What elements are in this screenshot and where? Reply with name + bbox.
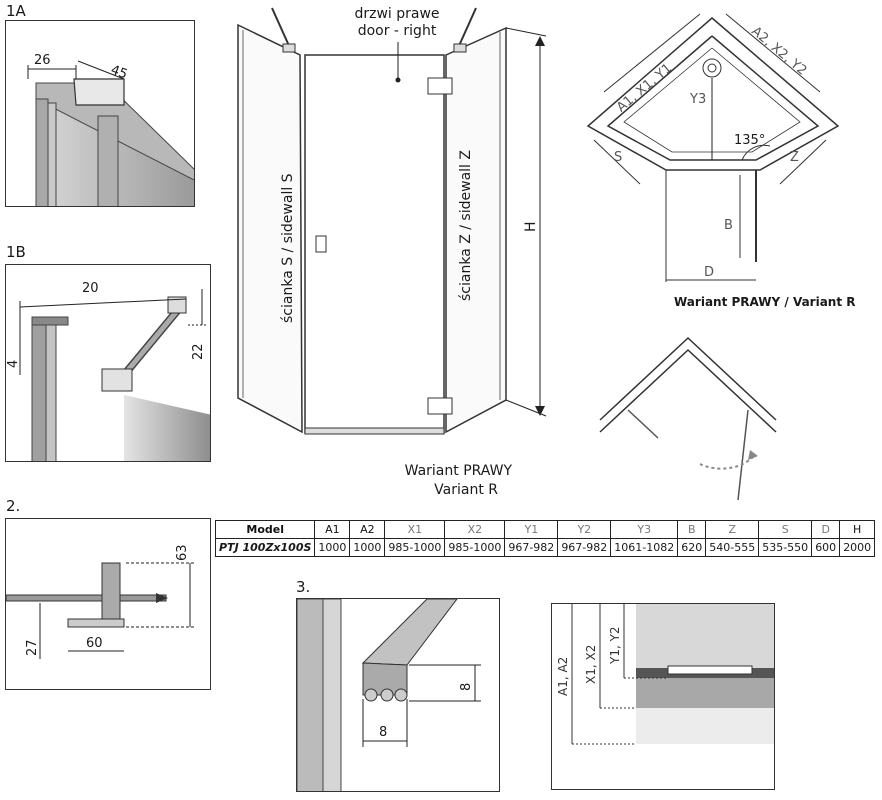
spec-header-b: B xyxy=(677,520,707,539)
detail-3-dim-width: 8 xyxy=(379,725,387,740)
detail-3-drawing: 8 8 xyxy=(297,599,481,791)
spec-header-h: H xyxy=(839,520,876,539)
detail-1a-drawing: 26 45 xyxy=(27,53,194,206)
plan-label-angle: 135° xyxy=(734,133,766,148)
spec-cell-d: 600 xyxy=(811,538,841,557)
spec-header-y2: Y2 xyxy=(557,520,612,539)
spec-cell-h: 2000 xyxy=(839,538,876,557)
plan-label-b: B xyxy=(724,218,733,233)
height-label: H xyxy=(523,221,539,232)
detail-1a-dim-width: 26 xyxy=(34,53,51,68)
spec-cell-z: 540-555 xyxy=(705,538,760,557)
plan-label-y3: Y3 xyxy=(690,92,707,107)
plan-label-a2: A2, X2, Y2 xyxy=(748,24,810,79)
section-label-2: 2. xyxy=(6,497,21,515)
detail-1a-dim-length: 45 xyxy=(109,63,130,83)
variant-caption-en: Variant R xyxy=(434,482,498,498)
detail-levels-x: X1, X2 xyxy=(584,645,598,684)
spec-table: Model A1 A2 X1 X2 Y1 Y2 Y3 B Z S D H PTJ… xyxy=(214,520,876,557)
detail-1b-panel: 20 4 22 xyxy=(5,264,211,462)
plan-label-s: S xyxy=(614,150,623,165)
detail-levels-drawing: A1, A2 X1, X2 Y1, Y2 xyxy=(556,604,774,745)
spec-header-d: D xyxy=(811,520,841,539)
spec-header-a2: A2 xyxy=(349,520,386,539)
spec-cell-x2: 985-1000 xyxy=(444,538,506,557)
plan-caption: Wariant PRAWY / Variant R xyxy=(674,295,856,309)
detail-levels-a: A1, A2 xyxy=(556,657,570,696)
detail-2-dim-width: 60 xyxy=(86,636,103,651)
spec-header-y3: Y3 xyxy=(610,520,679,539)
spec-header-x1: X1 xyxy=(384,520,446,539)
plan-label-d: D xyxy=(704,265,715,280)
spec-header-y1: Y1 xyxy=(504,520,559,539)
spec-cell-x1: 985-1000 xyxy=(384,538,446,557)
plan-label-a1: A1, X1, Y1 xyxy=(614,60,676,116)
spec-cell-y1: 967-982 xyxy=(504,538,559,557)
door-label-pl: drzwi prawe xyxy=(354,6,440,22)
detail-2-drawing: 63 27 60 xyxy=(6,544,196,659)
detail-2-dim-height: 63 xyxy=(175,544,190,561)
detail-1b-dim-thickness: 4 xyxy=(6,360,21,368)
section-label-1b: 1B xyxy=(6,243,26,261)
detail-2-panel: 63 27 60 xyxy=(5,518,211,690)
table-row: PTJ 100Zx100S 1000 1000 985-1000 985-100… xyxy=(214,538,876,557)
spec-table-header-row: Model A1 A2 X1 X2 Y1 Y2 Y3 B Z S D H xyxy=(214,520,876,539)
section-label-1a: 1A xyxy=(6,2,26,20)
detail-3-dim-height: 8 xyxy=(459,683,474,691)
spec-header-a1: A1 xyxy=(314,520,351,539)
detail-1b-dim-offset: 20 xyxy=(82,281,99,296)
variant-caption-pl: Wariant PRAWY xyxy=(404,463,512,479)
detail-levels-y: Y1, Y2 xyxy=(608,626,622,665)
door-label-en: door - right xyxy=(357,23,437,39)
spec-header-model: Model xyxy=(214,520,316,539)
spec-cell-b: 620 xyxy=(677,538,707,557)
detail-1b-dim-height: 22 xyxy=(191,343,206,360)
spec-header-z: Z xyxy=(705,520,760,539)
sidewall-z-label: ścianka Z / sidewall Z xyxy=(458,150,474,301)
sidewall-s-label: ścianka S / sidewall S xyxy=(280,173,296,323)
detail-3-panel: 8 8 xyxy=(296,598,500,792)
spec-cell-s: 535-550 xyxy=(758,538,813,557)
detail-1a-panel: 26 45 xyxy=(5,20,195,207)
spec-cell-model: PTJ 100Zx100S xyxy=(214,538,316,557)
detail-2-dim-gap: 27 xyxy=(25,639,40,656)
spec-cell-y3: 1061-1082 xyxy=(610,538,679,557)
detail-1b-drawing: 20 4 22 xyxy=(6,281,210,461)
spec-cell-y2: 967-982 xyxy=(557,538,612,557)
spec-cell-a2: 1000 xyxy=(349,538,386,557)
spec-header-x2: X2 xyxy=(444,520,506,539)
plan-label-z: Z xyxy=(790,150,799,165)
spec-header-s: S xyxy=(758,520,813,539)
detail-levels-panel: A1, A2 X1, X2 Y1, Y2 xyxy=(551,603,775,790)
spec-cell-a1: 1000 xyxy=(314,538,351,557)
section-label-3: 3. xyxy=(296,578,311,596)
